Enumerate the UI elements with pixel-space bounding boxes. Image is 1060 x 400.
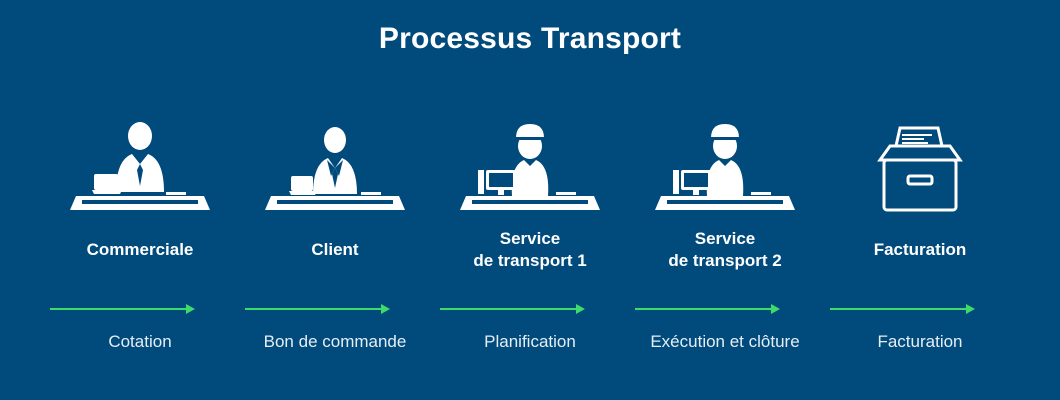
- client-laptop-icon: [265, 127, 405, 210]
- flow-arrow: [635, 302, 780, 316]
- transport-operator-computer-icon: [655, 124, 795, 210]
- flow-arrow: [50, 302, 195, 316]
- archive-box-icon: [877, 126, 963, 212]
- step-action: Bon de commande: [263, 332, 407, 351]
- step-role: Commerciale: [86, 240, 194, 259]
- step-role: Service de transport 2: [668, 229, 782, 270]
- flow-arrow: [830, 302, 975, 316]
- step-action: Cotation: [108, 332, 172, 351]
- step-role: Client: [311, 240, 359, 259]
- transport-operator-computer-icon: [460, 124, 600, 210]
- step-role: Service de transport 1: [473, 229, 587, 270]
- page-title: Processus Transport: [378, 22, 682, 55]
- businessman-laptop-icon: [70, 122, 210, 210]
- step-role: Facturation: [873, 240, 967, 259]
- flow-arrow: [440, 302, 585, 316]
- flow-arrow: [245, 302, 390, 316]
- step-action: Exécution et clôture: [650, 332, 800, 351]
- step-action: Facturation: [877, 332, 963, 351]
- step-action: Planification: [484, 332, 576, 351]
